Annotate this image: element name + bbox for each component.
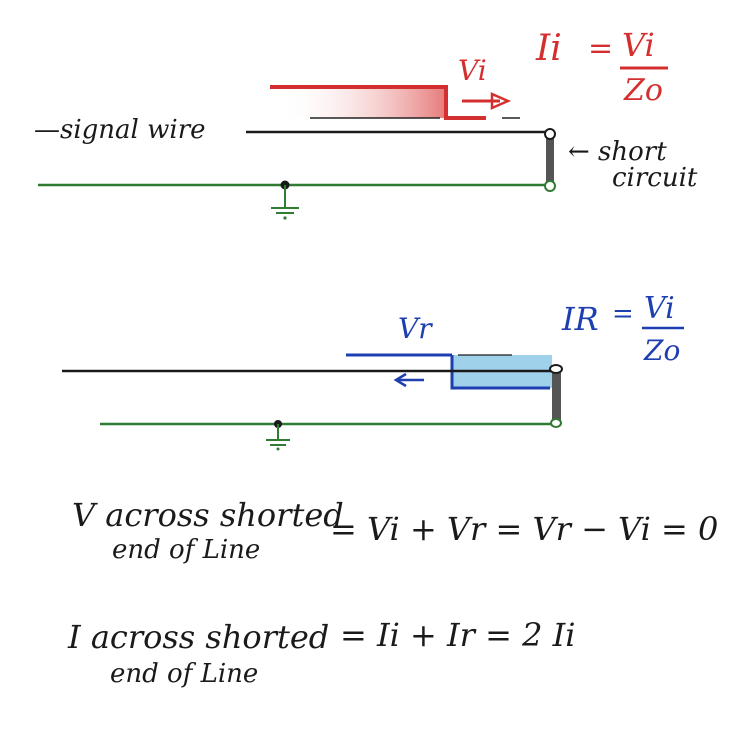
incident-pulse-edge — [270, 85, 486, 120]
incident-pulse: Vi — [270, 54, 520, 120]
v-eq-line1: V across shorted — [72, 496, 344, 534]
top-short-circuit — [544, 128, 556, 192]
top-current-num: Vi — [622, 26, 655, 64]
v-eq-rhs: = Vi + Vr = Vr − Vi = 0 — [330, 510, 718, 548]
short-label-line2: circuit — [612, 163, 698, 193]
i-eq-rhs: = Ii + Ir = 2 Ii — [340, 616, 576, 654]
reflected-arrow — [393, 372, 424, 388]
incident-voltage-label: Vi — [458, 54, 487, 87]
bottom-current-equation: IR = Vi Zo — [561, 291, 684, 367]
reflected-voltage-label: Vr — [398, 312, 433, 345]
signal-wire-label: —signal wire — [34, 115, 206, 145]
i-eq-line1: I across shorted — [67, 618, 329, 656]
top-ground-symbol — [271, 180, 299, 220]
reflected-pulse-edge — [450, 355, 550, 390]
current-equation: I across shorted end of Line = Ii + Ir =… — [67, 616, 576, 689]
bottom-current-equals: = — [612, 299, 634, 329]
bottom-short-circuit — [549, 364, 563, 428]
top-current-den: Zo — [623, 73, 663, 108]
top-short-bar — [546, 136, 554, 184]
bottom-ground-symbol — [266, 420, 290, 451]
bottom-short-bar — [552, 372, 561, 422]
top-current-equation: Ii = Vi Zo — [535, 26, 668, 108]
top-current-equals: = — [588, 31, 613, 66]
reflected-pulse: Vr — [346, 312, 552, 390]
bottom-current-den: Zo — [643, 334, 680, 367]
bottom-current-lhs: IR — [561, 300, 599, 338]
incident-arrow — [462, 92, 512, 110]
i-eq-line2: end of Line — [110, 659, 258, 689]
incident-pulse-fill — [278, 85, 446, 118]
bottom-current-num: Vi — [644, 291, 675, 326]
top-current-lhs: Ii — [535, 28, 562, 69]
v-eq-line2: end of Line — [112, 535, 260, 565]
short-label-line1: ← short — [568, 137, 667, 167]
voltage-equation: V across shorted end of Line = Vi + Vr =… — [72, 496, 718, 565]
